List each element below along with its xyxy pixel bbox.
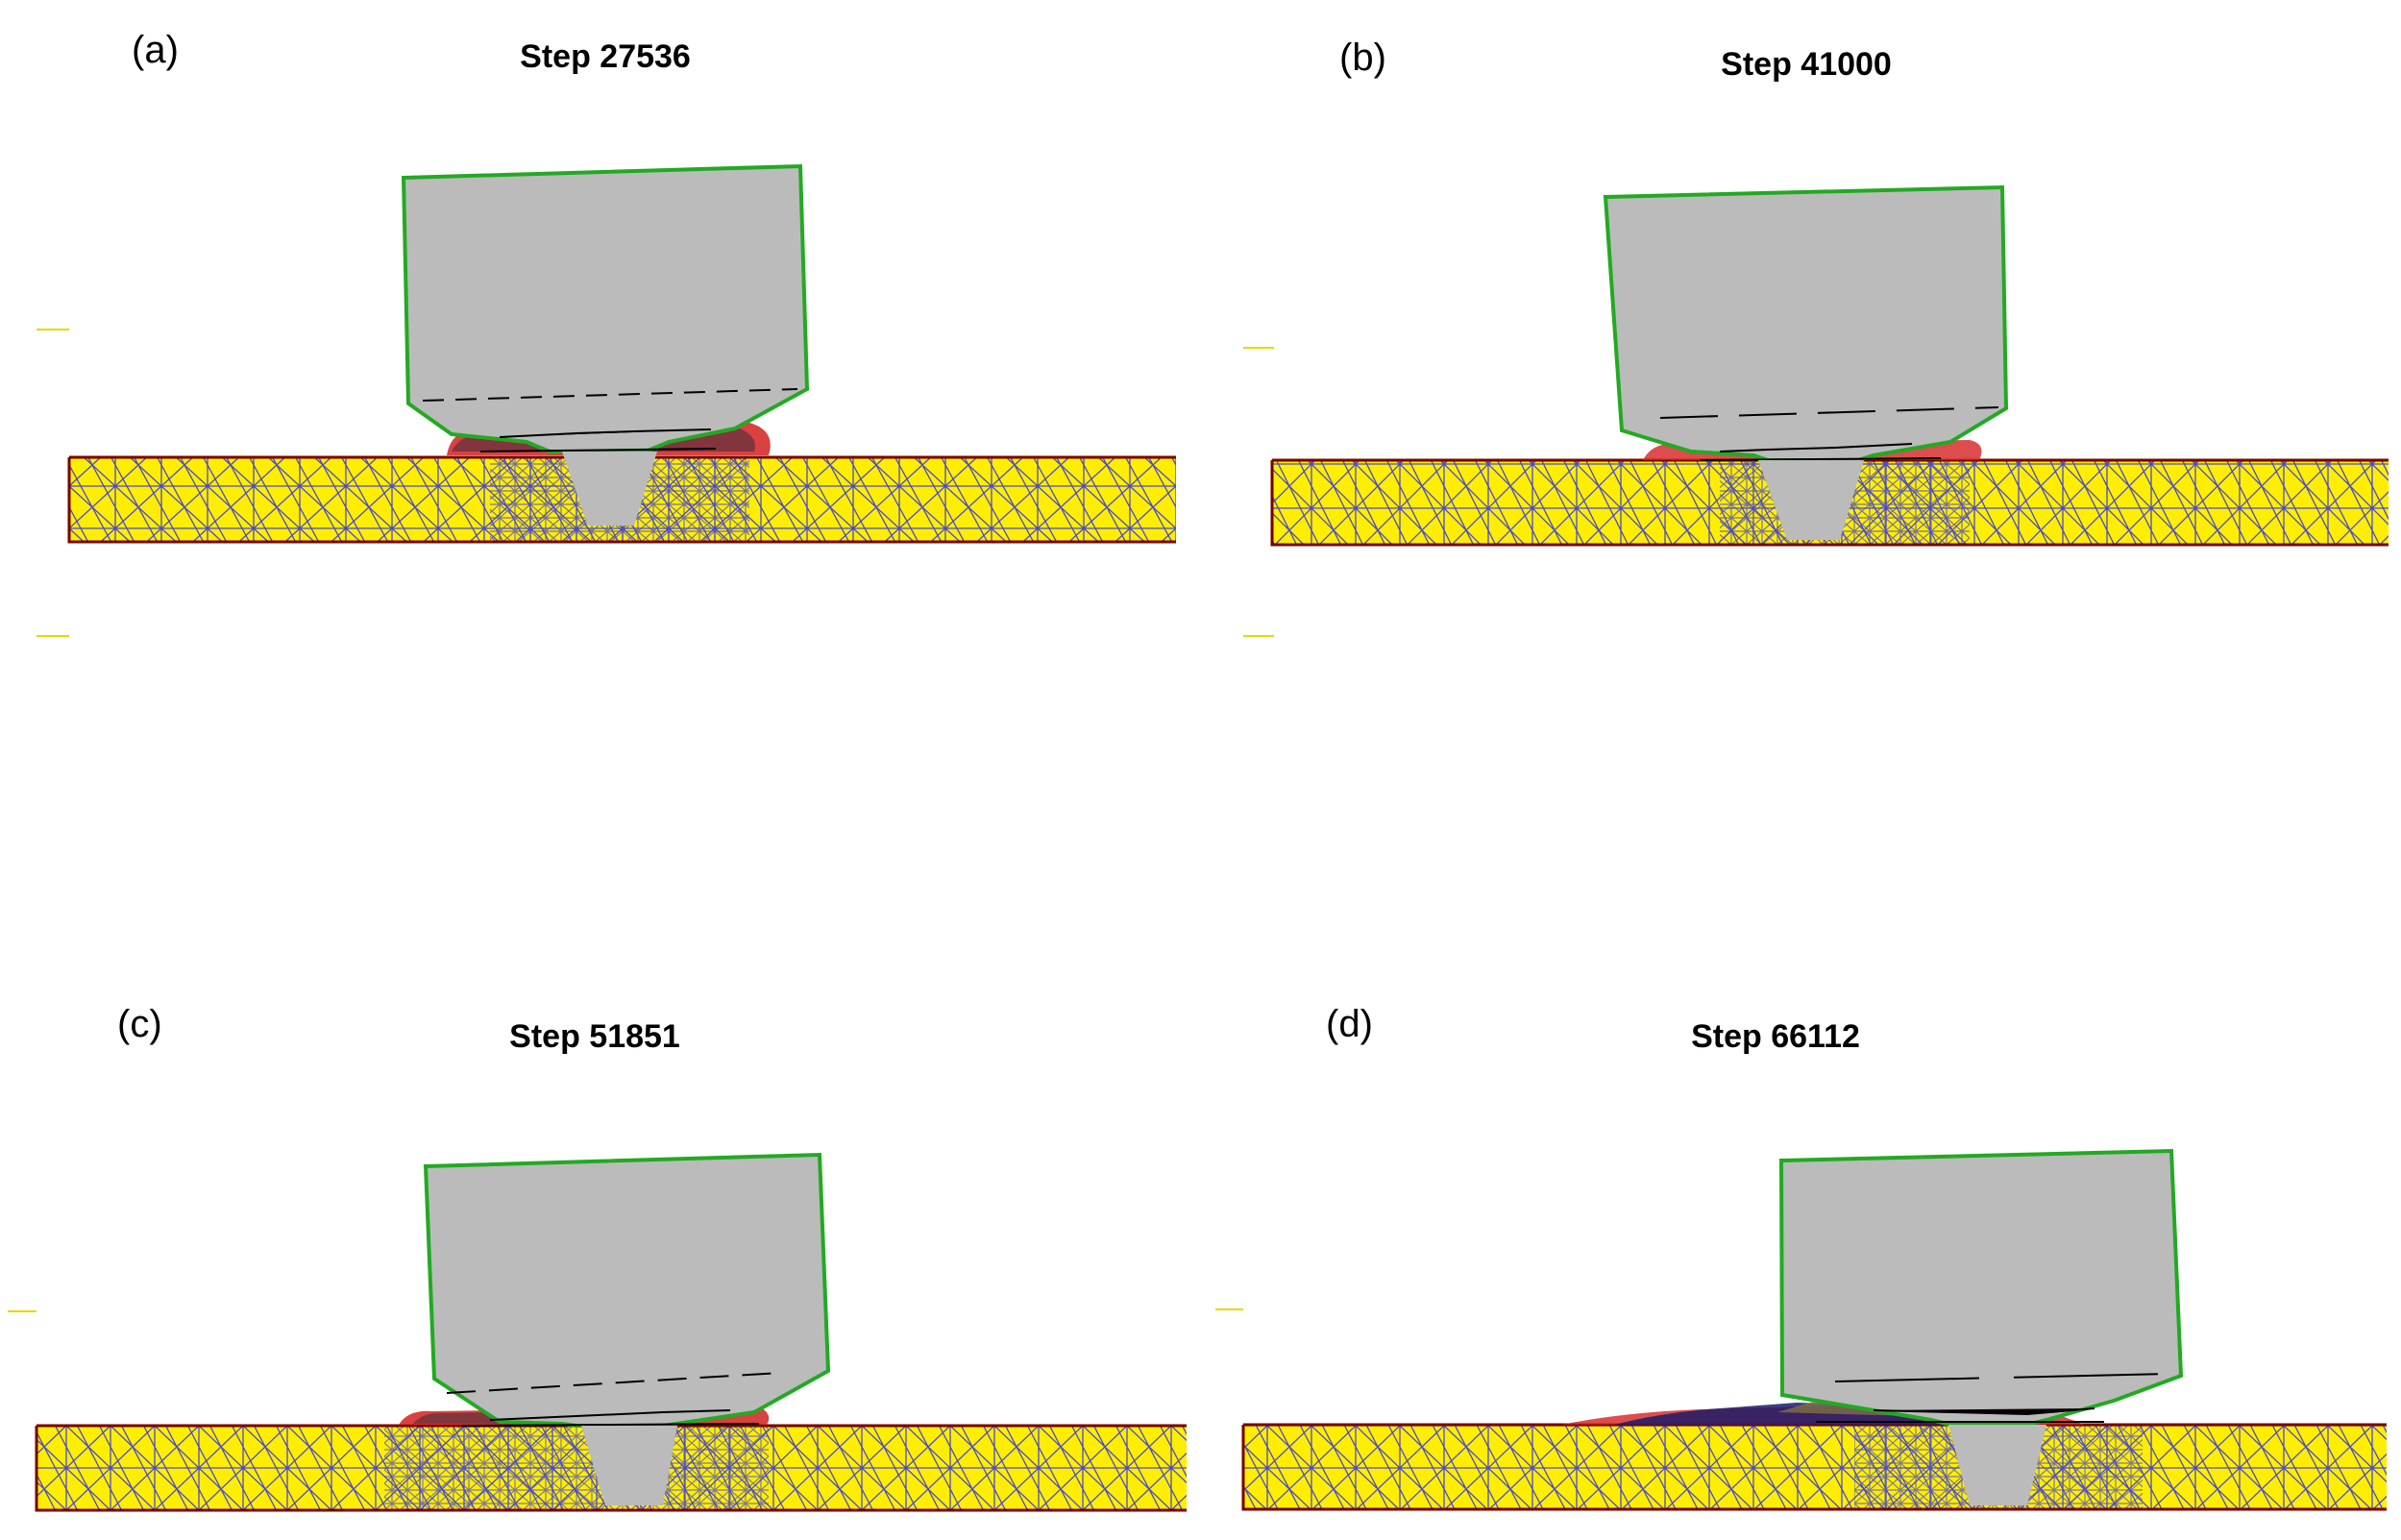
panel-b-simulation xyxy=(1243,184,2389,637)
tool-tip xyxy=(581,1426,677,1505)
step-title: Step 66112 xyxy=(1691,1018,1860,1055)
step-title: Step 41000 xyxy=(1721,46,1892,83)
panel-a: (a) Step 27536 xyxy=(0,0,1200,770)
panel-label: (c) xyxy=(117,1003,162,1045)
cutting-tool xyxy=(1778,1148,2184,1427)
panel-b: (b) Step 41000 xyxy=(1201,0,2401,770)
tool-tip xyxy=(1948,1425,2046,1505)
panel-c-simulation xyxy=(8,1152,1187,1512)
tool-tip xyxy=(562,452,657,526)
panel-a-simulation xyxy=(37,163,1176,637)
cutting-tool xyxy=(401,163,810,453)
step-title: Step 27536 xyxy=(520,38,691,75)
panel-label: (a) xyxy=(132,29,179,71)
panel-label: (d) xyxy=(1326,1003,1373,1045)
panel-label: (b) xyxy=(1339,37,1386,79)
tool-tip xyxy=(1758,460,1864,540)
cutting-tool xyxy=(1603,184,2009,462)
workpiece xyxy=(1241,1423,2387,1511)
panel-d-simulation xyxy=(1215,1148,2387,1511)
panel-d: (d) Step 66112 xyxy=(1201,770,2401,1540)
panel-c: (c) Step 51851 xyxy=(0,770,1200,1540)
step-title: Step 51851 xyxy=(509,1018,680,1055)
cutting-tool xyxy=(423,1152,831,1428)
